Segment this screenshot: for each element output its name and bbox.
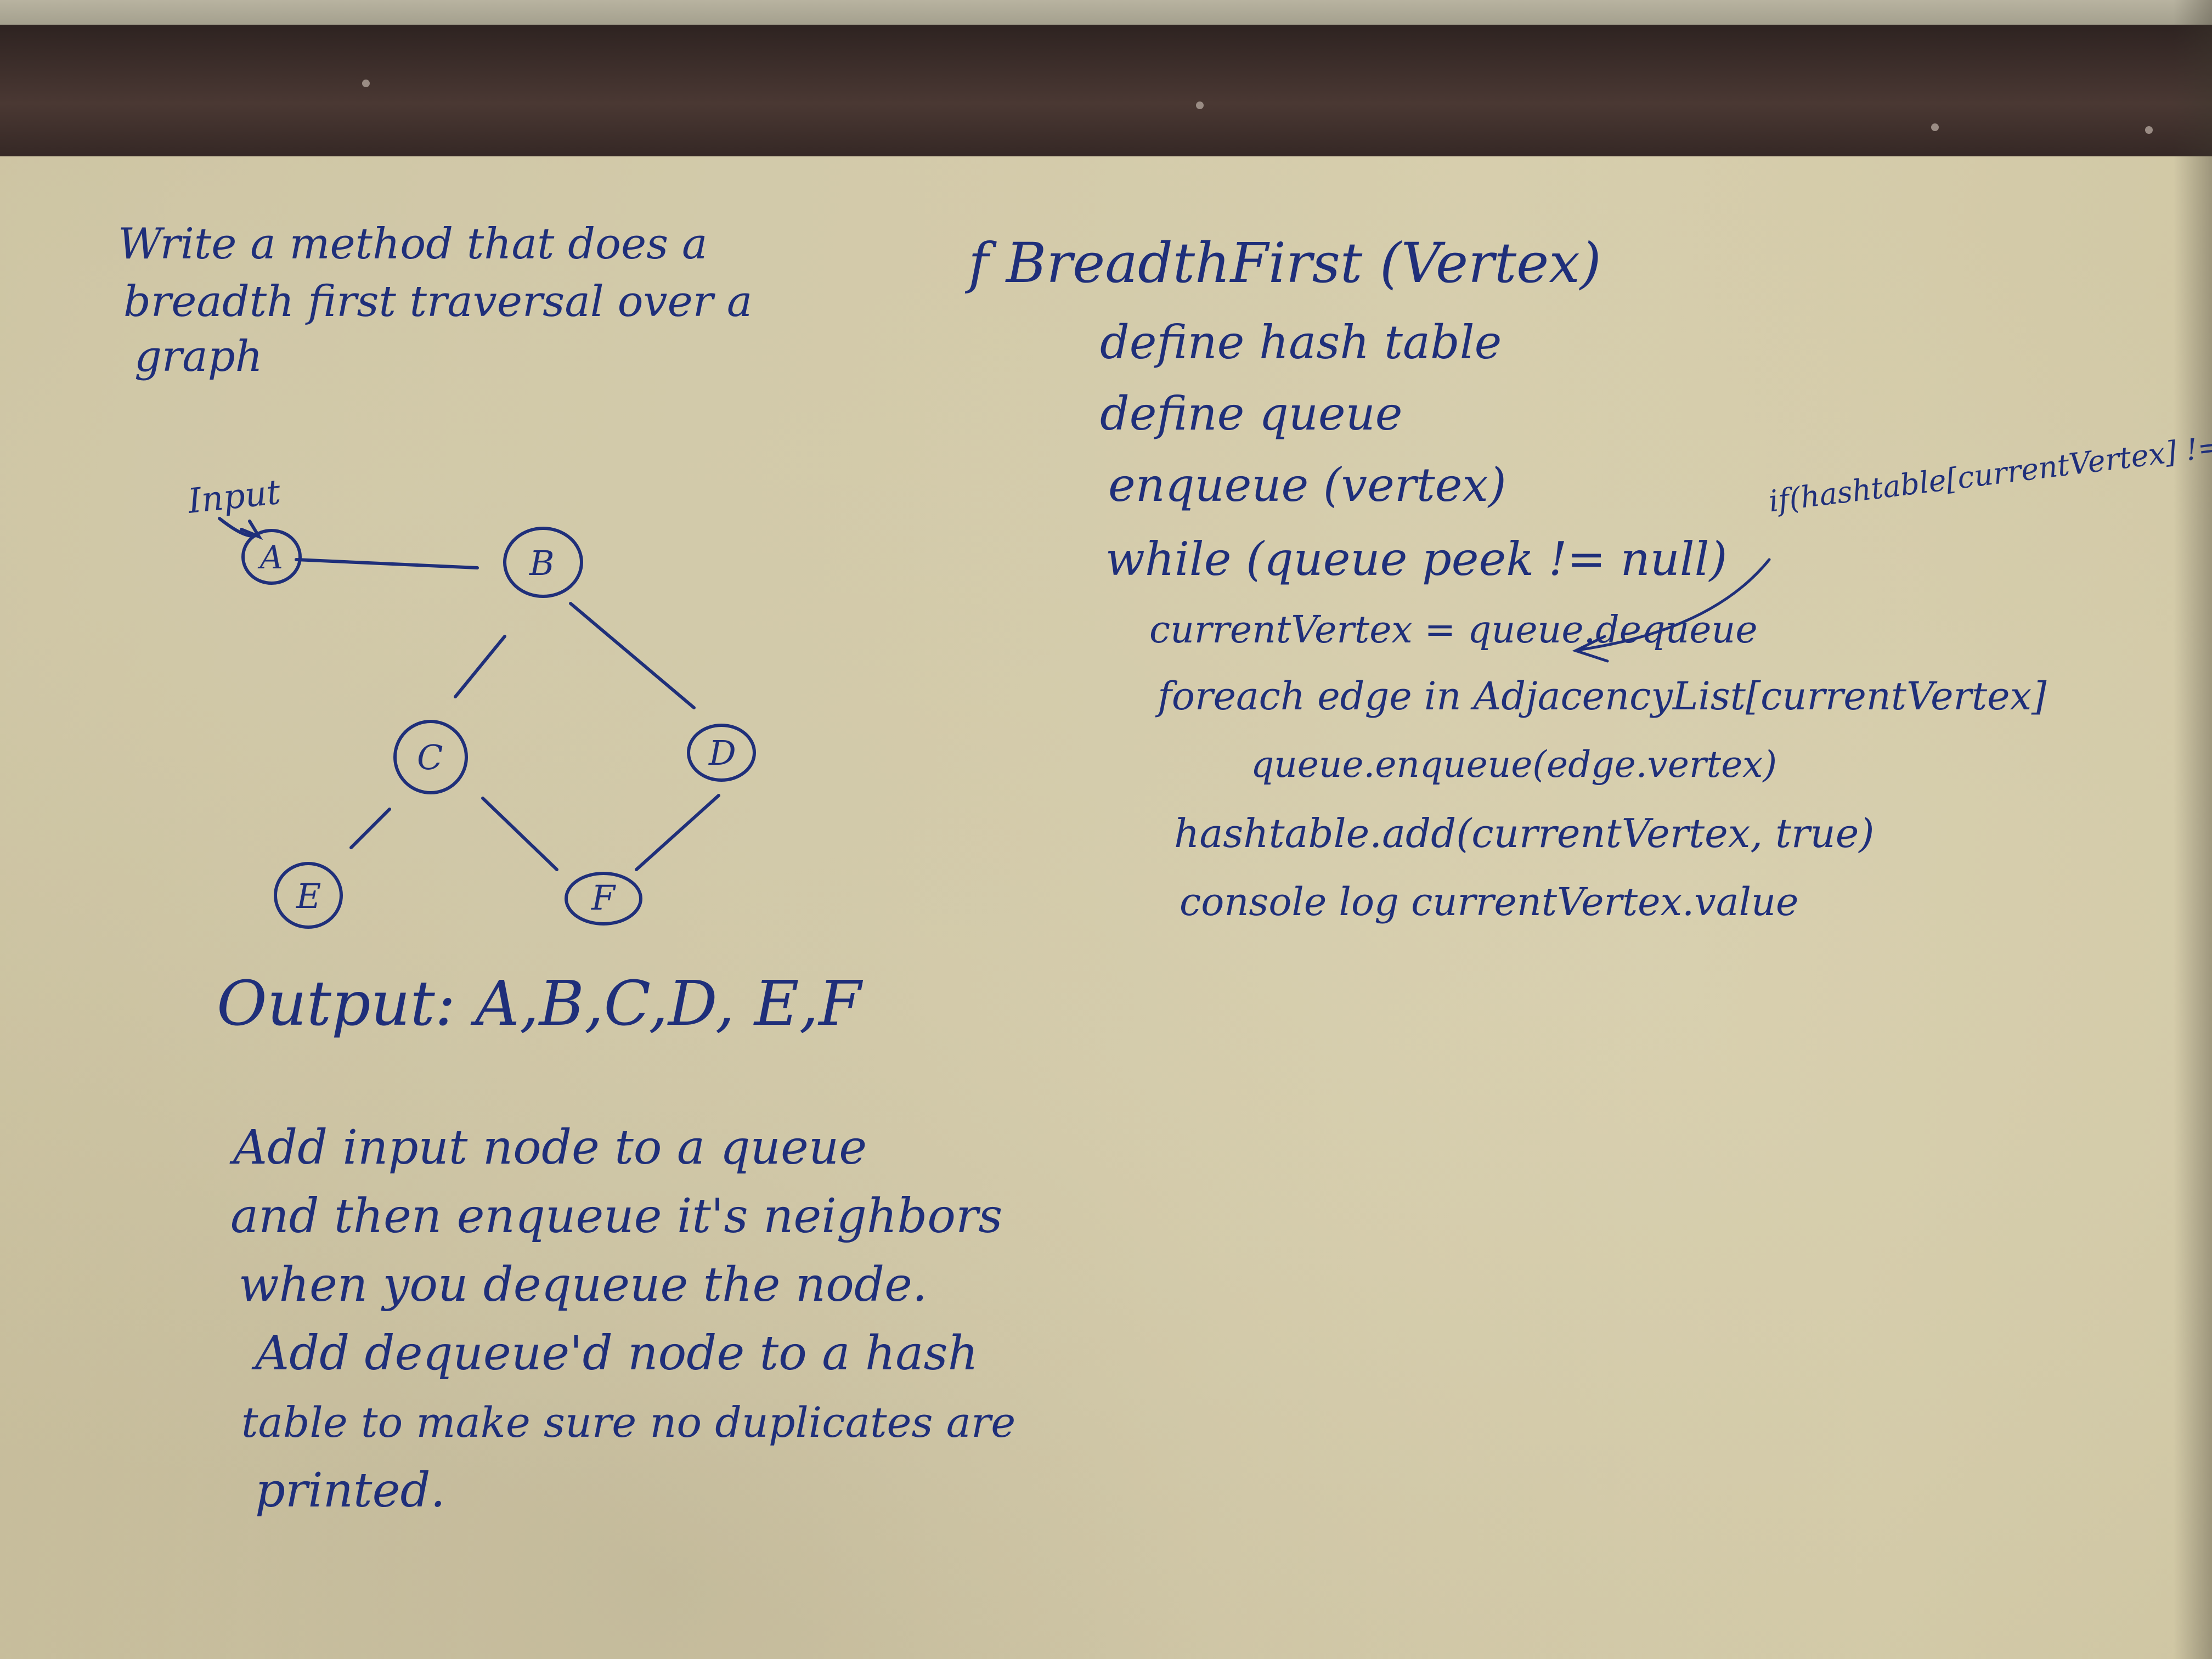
code-line-7: queue.enqueue(edge.vertex) [1251,743,1778,786]
note-line-5: table to make sure no duplicates are [241,1398,1016,1447]
note-line-4: Add dequeue'd node to a hash [255,1326,979,1381]
code-line-1: define hash table [1100,315,1502,369]
code-line-6: foreach edge in AdjacencyList[currentVer… [1158,674,2047,719]
rail-screw [1931,123,1939,131]
node-d-label: D [708,733,736,773]
edge-b-c [454,635,506,698]
code-line-9: console log currentVertex.value [1180,879,1799,924]
rail-screw [1196,101,1204,109]
node-e-label: E [296,876,321,916]
edge-d-f [635,794,720,871]
note-line-1: Add input node to a queue [233,1120,867,1175]
node-circle-e [274,862,343,929]
marker-rail [0,25,2212,156]
node-circle-d [687,724,756,782]
output-text: Output: A,B,C,D, E,F [217,968,861,1040]
code-line-2: define queue [1100,387,1403,441]
input-label: Input [185,472,283,521]
code-line-5: currentVertex = queue.dequeue [1149,608,1758,652]
code-line-8: hashtable.add(currentVertex, true) [1174,810,1875,856]
input-arrowhead [240,520,263,540]
note-line-2: and then enqueue it's neighbors [230,1189,1003,1244]
code-line-4: while (queue peek != null) [1105,532,1728,586]
node-circle-a [241,529,302,585]
note-line-3: when you dequeue the node. [239,1257,928,1312]
prompt-line-2: breadth first traversal over a [123,277,753,326]
node-circle-c [393,720,468,794]
note-line-6: printed. [255,1463,445,1518]
edge-c-e [349,808,391,849]
edge-c-f [481,797,558,871]
side-note-arrow-shaft [1576,558,1771,652]
whiteboard [0,126,2212,1659]
rail-screw [362,80,370,87]
code-line-3: enqueue (vertex) [1108,458,1506,512]
edge-b-d [569,602,696,709]
side-note-arrowhead [1572,635,1609,663]
node-f-label: F [591,878,616,918]
prompt-line-1: Write a method that does a [118,219,708,269]
edge-a-b [295,558,479,569]
code-signature: f BreadthFirst (Vertex) [968,231,1601,295]
node-c-label: C [417,737,443,777]
node-circle-f [565,872,642,926]
board-edge-shadow [2174,0,2212,1659]
rail-screw [2145,126,2153,134]
node-circle-b [503,527,583,598]
prompt-line-3: graph [134,332,263,381]
node-a-label: A [257,539,283,576]
node-b-label: B [529,543,555,583]
